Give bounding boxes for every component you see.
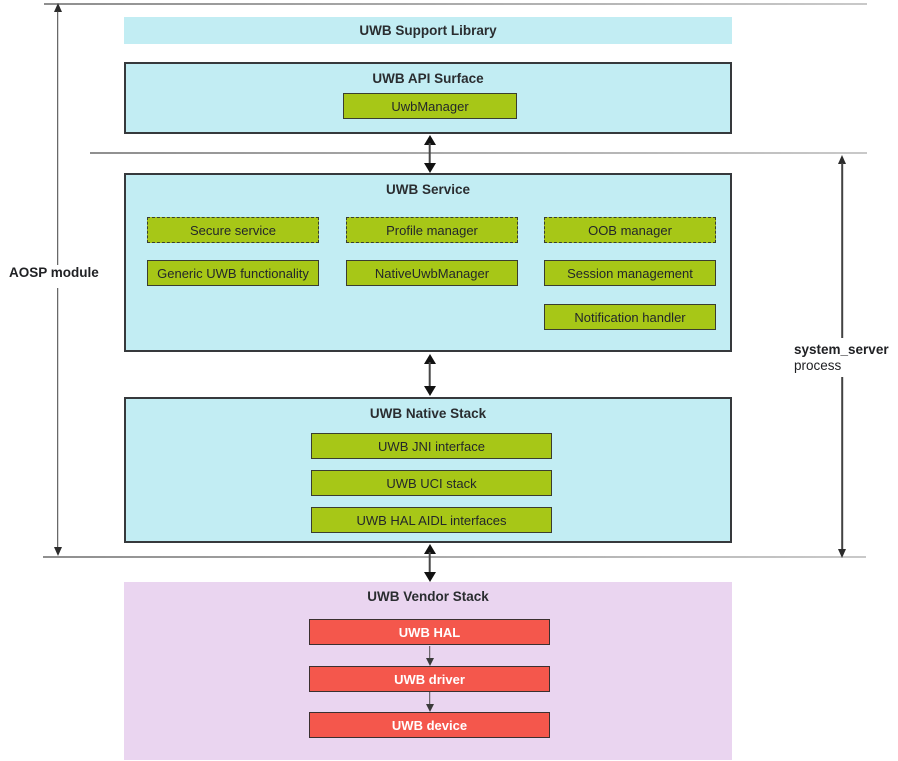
separator-line-middle [90, 152, 867, 154]
uwb-service-title: UWB Service [385, 182, 471, 197]
module-notification-handler: Notification handler [544, 304, 716, 330]
module-oob-manager: OOB manager [544, 217, 716, 243]
arrow-driver-device-icon [425, 692, 434, 712]
module-uwb-hal: UWB HAL [309, 619, 550, 645]
double-arrow-api-service-icon [423, 135, 436, 173]
module-session-management: Session management [544, 260, 716, 286]
uwb-support-library-box: UWB Support Library [124, 17, 732, 44]
module-generic-uwb-functionality: Generic UWB functionality [147, 260, 319, 286]
double-arrow-native-vendor-icon [423, 544, 436, 582]
uwb-api-surface-title: UWB API Surface [372, 71, 484, 86]
separator-line-bottom [43, 556, 866, 558]
separator-line-top [44, 3, 867, 5]
uwb-support-library-title: UWB Support Library [359, 23, 497, 38]
system-server-span-arrow-icon [837, 154, 847, 558]
module-profile-manager: Profile manager [346, 217, 518, 243]
double-arrow-service-native-icon [423, 354, 436, 396]
uwb-service-box: UWB Service Secure service Profile manag… [124, 173, 732, 352]
aosp-module-label: AOSP module [9, 265, 99, 280]
aosp-module-span-arrow-icon [53, 3, 63, 556]
module-uwb-jni-interface: UWB JNI interface [311, 433, 552, 459]
uwb-vendor-stack-box: UWB Vendor Stack UWB HAL UWB driver UWB … [124, 582, 732, 760]
system-server-label: system_server process [794, 342, 894, 374]
module-uwb-hal-aidl-interfaces: UWB HAL AIDL interfaces [311, 507, 552, 533]
module-secure-service: Secure service [147, 217, 319, 243]
module-uwb-driver: UWB driver [309, 666, 550, 692]
system-server-label-line2: process [794, 358, 842, 373]
uwb-native-stack-title: UWB Native Stack [369, 406, 487, 421]
uwb-api-surface-box: UWB API Surface UwbManager [124, 62, 732, 134]
arrow-hal-driver-icon [425, 646, 434, 666]
module-nativeuwbmanager: NativeUwbManager [346, 260, 518, 286]
uwb-native-stack-box: UWB Native Stack UWB JNI interface UWB U… [124, 397, 732, 543]
uwb-vendor-stack-title: UWB Vendor Stack [367, 589, 489, 604]
module-uwbmanager: UwbManager [343, 93, 517, 119]
module-uwb-device: UWB device [309, 712, 550, 738]
module-uwb-uci-stack: UWB UCI stack [311, 470, 552, 496]
system-server-label-line1: system_server [794, 342, 889, 357]
